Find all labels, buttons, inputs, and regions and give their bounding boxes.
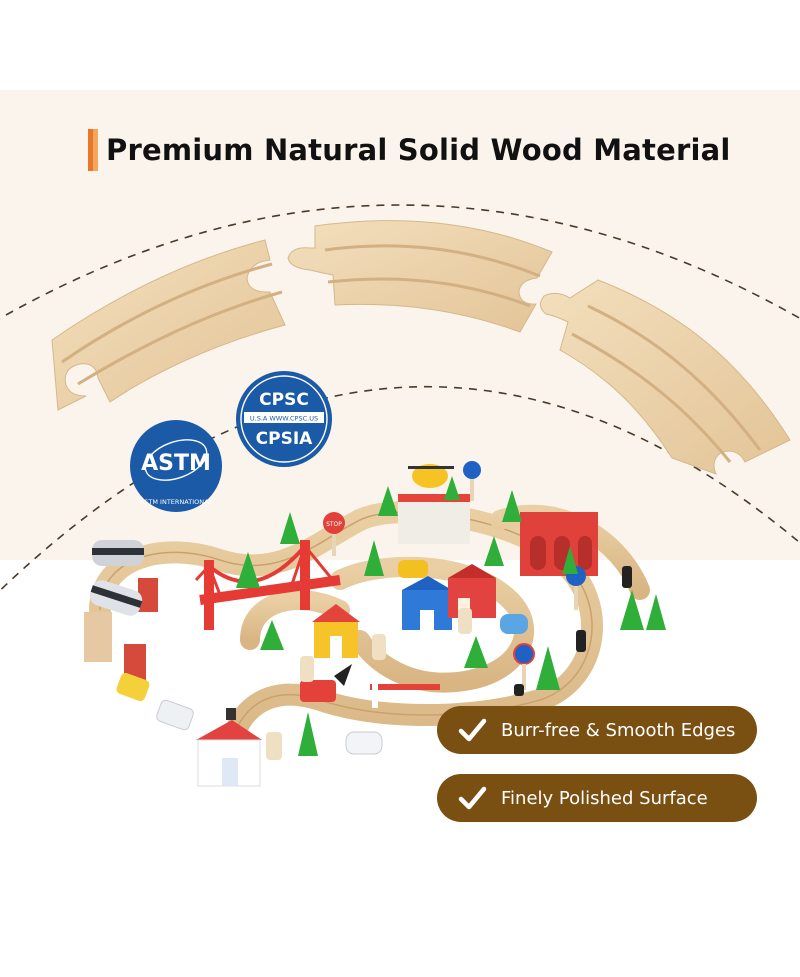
astm-badge: ASTM ASTM INTERNATIONAL [130, 420, 222, 512]
track-piece-left [51, 239, 286, 411]
top-band [0, 0, 800, 90]
yellow-house [312, 604, 360, 658]
headline-text: Premium Natural Solid Wood Material [106, 133, 731, 167]
feature-pill-burr-free: Burr-free & Smooth Edges [437, 706, 757, 754]
cpsc-bottom-text: CPSIA [256, 429, 314, 449]
passenger-train [89, 540, 144, 616]
astm-caption: ASTM INTERNATIONAL [140, 498, 213, 506]
headline: Premium Natural Solid Wood Material [88, 128, 731, 172]
dashed-arc-inner [0, 386, 800, 592]
checkmark-icon [458, 718, 487, 742]
traffic-signs [334, 461, 632, 696]
feature-label: Finely Polished Surface [501, 787, 708, 809]
cpsc-top-text: CPSC [259, 390, 309, 410]
red-bridge [194, 540, 341, 630]
track-piece-middle [287, 220, 553, 333]
red-station [520, 512, 598, 576]
toy-vehicles [116, 560, 528, 755]
helipad [398, 464, 470, 544]
cpsc-badge: CPSC U.S.A WWW.CPSC.US CPSIA [236, 371, 332, 467]
brick-supports [84, 578, 158, 680]
feature-pill-polished: Finely Polished Surface [437, 774, 757, 822]
toy-figures [266, 608, 472, 760]
police-station [402, 576, 452, 630]
astm-logo-text: ASTM [141, 451, 211, 476]
checkmark-icon [458, 786, 487, 810]
cpsc-middle-text: U.S.A WWW.CPSC.US [250, 415, 318, 423]
feature-label: Burr-free & Smooth Edges [501, 719, 736, 741]
trees [236, 476, 666, 756]
track-piece-right [540, 279, 791, 475]
dashed-arc-outer [0, 204, 800, 320]
stop-sign-label: STOP [326, 521, 342, 528]
crossing-gate [370, 684, 440, 708]
stop-sign: STOP [323, 512, 345, 556]
hospital [196, 708, 262, 787]
headline-accent-bar [88, 129, 98, 171]
bottom-background [0, 560, 800, 977]
